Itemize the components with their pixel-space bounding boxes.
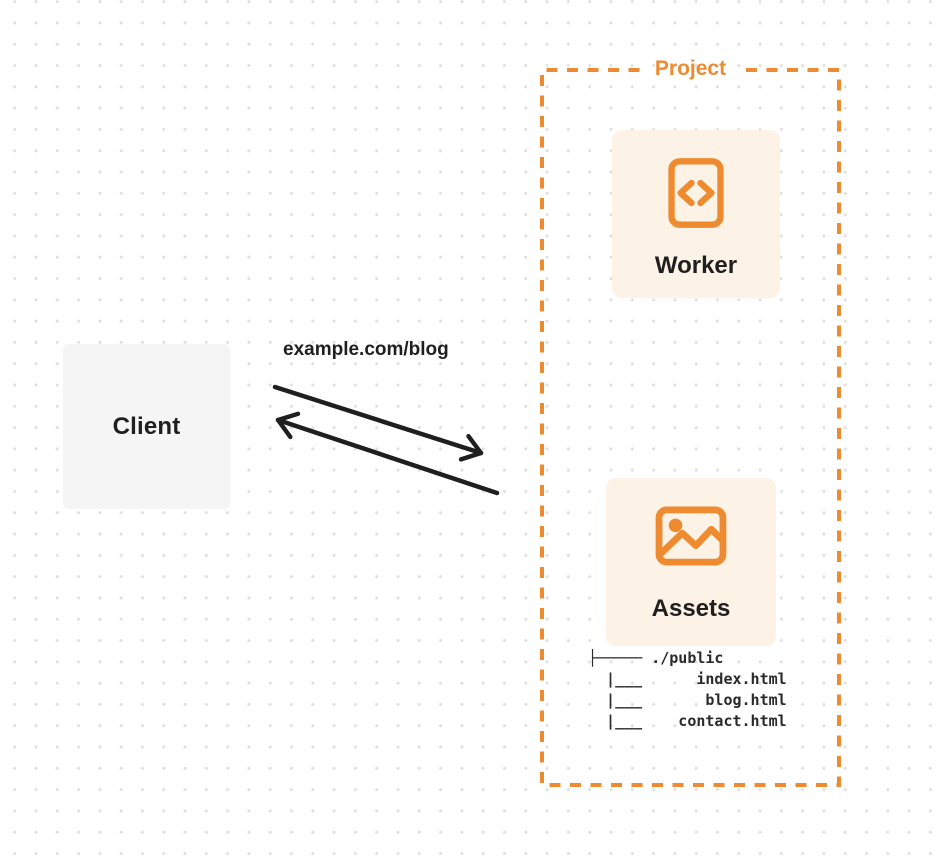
code-file-icon: [668, 158, 724, 228]
request-url-label: example.com/blog: [283, 339, 449, 360]
response-arrow: [275, 411, 500, 496]
worker-label: Worker: [654, 252, 738, 279]
assets-box: Assets: [606, 478, 776, 646]
image-icon: [655, 506, 727, 566]
file-tree: ├───── ./public |___ index.html |___ blo…: [588, 649, 787, 730]
request-arrow: [272, 384, 484, 462]
project-label: Project: [654, 56, 727, 80]
project-boundary: Project: [540, 57, 841, 787]
client-box: Client: [63, 344, 230, 509]
client-label: Client: [112, 412, 181, 440]
request-response-arrows: [272, 384, 500, 496]
assets-label: Assets: [651, 595, 731, 622]
worker-box: Worker: [612, 130, 780, 298]
